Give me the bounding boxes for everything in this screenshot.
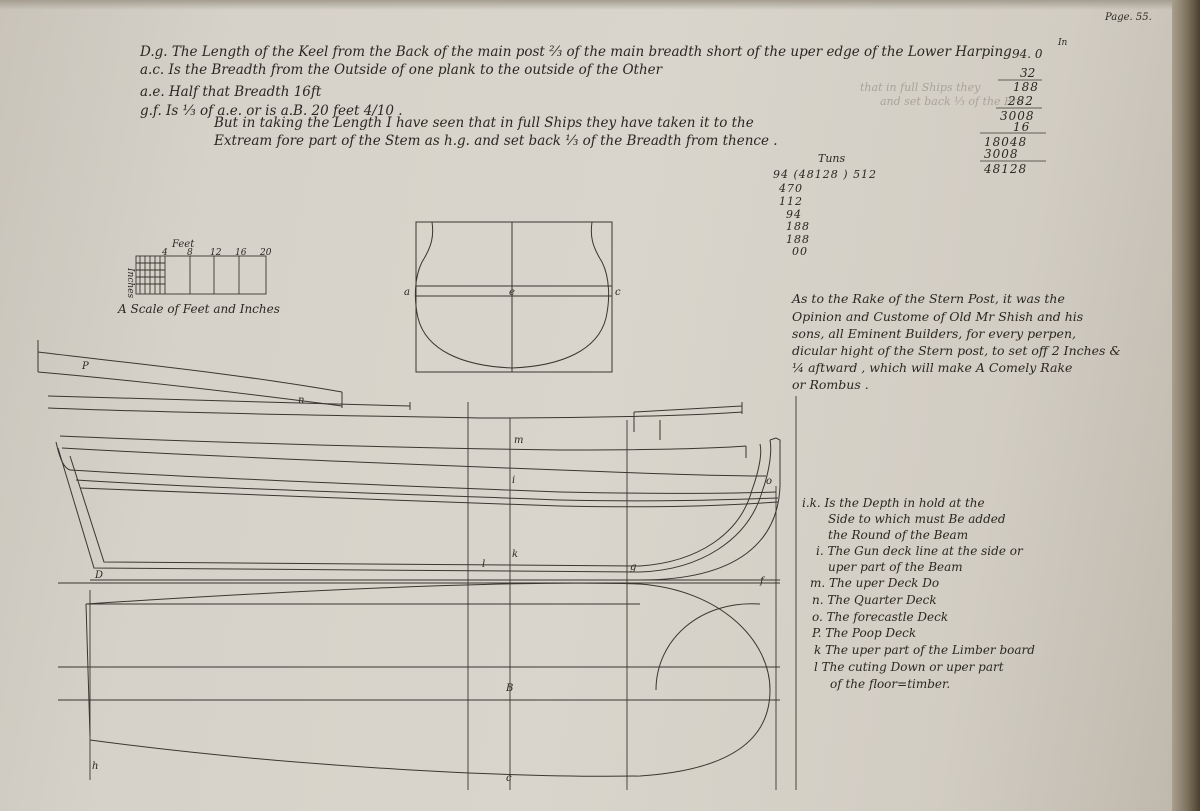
stern-note-line: dicular hight of the Stern post, to set … — [792, 343, 1121, 358]
note-full-ships-1: But in taking the Length I have seen tha… — [214, 115, 754, 131]
note-breadth: a.c. Is the Breadth from the Outside of … — [140, 62, 663, 78]
legend-line: o. The forecastle Deck — [812, 610, 949, 624]
hull-label-n: n — [298, 395, 305, 406]
scale-caption: A Scale of Feet and Inches — [118, 302, 280, 316]
legend-line: i.k. Is the Depth in hold at the — [802, 496, 985, 510]
calc-line: 3008 — [984, 147, 1019, 161]
page-number: Page. 55. — [1105, 12, 1152, 23]
legend-line: i. The Gun deck line at the side or — [816, 544, 1023, 558]
legend-line: uper part of the Beam — [828, 560, 963, 574]
legend-line: n. The Quarter Deck — [812, 593, 937, 607]
scale-title: Feet — [172, 239, 195, 250]
calc-line: 48128 — [984, 162, 1028, 176]
legend-line: k The uper part of the Limber board — [814, 643, 1035, 657]
note-half-breadth: a.e. Half that Breadth 16ft — [140, 84, 322, 100]
hull-label-g: g — [630, 562, 637, 573]
ghost-text-1: that in full Ships they — [860, 81, 981, 94]
stern-note-line: sons, all Eminent Builders, for every pe… — [792, 326, 1076, 341]
division-step: 112 — [779, 195, 803, 208]
value-keel-length: 94. 0 — [1012, 47, 1043, 61]
legend-line: of the floor=timber. — [830, 677, 951, 691]
calc-line: 188 — [1013, 80, 1039, 94]
tons-division: 94 (48128 ) 512 — [773, 168, 878, 181]
note-gf: g.f. Is ⅓ of a.e. or is a.B. 20 feet 4/1… — [140, 103, 403, 119]
hull-label-B: B — [506, 683, 514, 694]
scale-tick: 4 — [162, 248, 168, 258]
label-a: a — [404, 287, 410, 298]
division-step: 188 — [786, 233, 810, 246]
unit-inches: In — [1058, 38, 1068, 48]
page-top-shadow — [0, 0, 1172, 10]
note-keel-length: D.g. The Length of the Keel from the Bac… — [140, 44, 1012, 60]
hull-label-o: o — [766, 476, 773, 487]
hull-label-i: i — [512, 475, 516, 486]
hull-label-m: m — [514, 435, 524, 446]
calc-line: 3008 — [1000, 109, 1035, 123]
division-step: 188 — [786, 220, 810, 233]
note-full-ships-2: Extream fore part of the Stem as h.g. an… — [214, 133, 778, 149]
book-binding-edge — [1172, 0, 1200, 811]
stern-note-line: or Rombus . — [792, 377, 869, 392]
hull-label-P: P — [82, 361, 89, 372]
value-breadth: 32 — [1020, 66, 1036, 80]
hull-label-h: h — [92, 761, 99, 772]
ghost-text-2: and set back ⅓ of the Bre — [880, 95, 1024, 108]
division-step: 470 — [779, 182, 803, 195]
hull-profile — [57, 437, 781, 581]
tons-label: Tuns — [818, 152, 846, 165]
stern-note-line: Opinion and Custome of Old Mr Shish and … — [792, 309, 1084, 324]
legend-line: m. The uper Deck Do — [810, 576, 940, 590]
station-lines — [58, 396, 797, 790]
hull-label-c: c — [506, 773, 512, 784]
label-c: c — [615, 287, 621, 298]
hull-label-D: D — [95, 570, 104, 581]
stern-note-line: As to the Rake of the Stern Post, it was… — [792, 291, 1065, 306]
legend-line: l The cuting Down or uper part — [814, 660, 1004, 674]
legend-line: the Round of the Beam — [828, 528, 969, 542]
division-step: 94 — [786, 208, 802, 221]
sheer-lines — [37, 340, 779, 508]
legend-line: P. The Poop Deck — [812, 626, 917, 640]
scale-tick: 16 — [235, 248, 247, 258]
scale-tick: 12 — [210, 248, 222, 258]
legend-line: Side to which must Be added — [828, 512, 1006, 526]
scale-tick: 8 — [187, 248, 193, 258]
scale-side-label: Inches — [125, 268, 135, 299]
calc-line: 282 — [1008, 94, 1034, 108]
division-step: 00 — [792, 245, 808, 258]
hull-label-k: k — [512, 549, 519, 560]
calc-line: 16 — [1013, 120, 1031, 134]
label-e: e — [509, 287, 515, 298]
scale-of-feet — [135, 255, 267, 295]
scale-tick: 20 — [260, 248, 272, 258]
hull-label-l: l — [482, 559, 486, 570]
stern-note-line: ¼ aftward , which will make A Comely Rak… — [792, 360, 1073, 375]
half-breadth-plan — [58, 582, 780, 777]
midship-section — [414, 221, 613, 373]
calc-line: 18048 — [984, 135, 1028, 149]
hull-label-f: f — [760, 576, 764, 587]
